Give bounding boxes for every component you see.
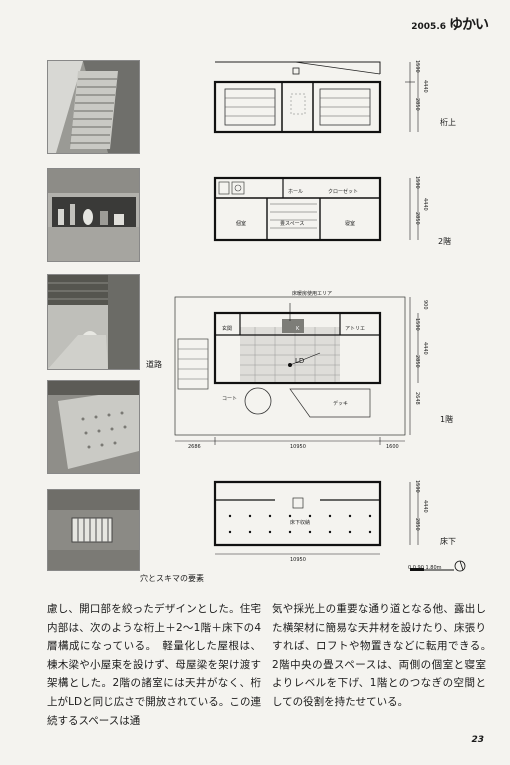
dim-underfloor-top: 1590 <box>414 480 420 493</box>
photo-caption: 穴とスキマの要素 <box>140 574 204 583</box>
label-ceiling: 桁上 <box>440 118 456 127</box>
dim-1f-mid: 2850 <box>414 355 420 368</box>
dim-2f-total: 4440 <box>422 198 428 211</box>
dim-site-left: 2686 <box>188 444 201 450</box>
dim-1f-small: 900 <box>422 300 428 310</box>
room-ld: LD <box>295 357 305 365</box>
photo-shelf <box>47 168 140 262</box>
room-deck: デッキ <box>333 401 349 407</box>
room-underfloor-storage: 床下収納 <box>290 520 311 526</box>
dim-underfloor-mid: 2850 <box>414 518 420 531</box>
dim-1f-bottom: 2648 <box>414 392 420 405</box>
photo-stairs <box>47 60 140 154</box>
scale-bar <box>410 560 466 572</box>
room-bedroom-left: 個室 <box>236 221 247 227</box>
photo-stairs-image <box>48 61 139 153</box>
label-floor-heating: 床暖房使用エリア <box>292 291 333 297</box>
label-2f: 2階 <box>438 237 452 246</box>
label-underfloor: 床下 <box>440 537 456 546</box>
room-kitchen: K <box>296 326 300 332</box>
photo-hall <box>47 274 140 370</box>
dim-site-right: 1600 <box>386 444 399 450</box>
dim-ceiling-top: 1590 <box>414 60 420 73</box>
body-right-column: 気や採光上の重要な通り道となる他、露出した横架材に簡易な天井材を設けたり、床張り… <box>272 603 497 708</box>
photo-floor-image <box>48 381 139 473</box>
photo-shelf-image <box>48 169 139 261</box>
page-number: 23 <box>471 735 484 745</box>
dim-base-width: 10950 <box>290 557 306 563</box>
dim-site-mid: 10950 <box>290 444 306 450</box>
dim-1f-top: 1590 <box>414 318 420 331</box>
photo-vent-image <box>48 490 139 570</box>
issue-date: 2005.6 <box>411 22 446 32</box>
dim-2f-mid: 2850 <box>414 212 420 225</box>
plan-ceiling <box>213 61 419 134</box>
photo-floor <box>47 380 140 474</box>
dim-1f-total: 4440 <box>422 342 428 355</box>
plan-2f <box>213 176 419 242</box>
page-header: 2005.6 ゆかい <box>411 14 489 34</box>
road-label: 道路 <box>146 360 162 369</box>
room-bedroom-right: 寝室 <box>345 221 356 227</box>
room-hall: ホール <box>288 189 304 195</box>
room-court: コート <box>222 396 238 402</box>
room-atelier: アトリエ <box>345 326 366 332</box>
photo-vent <box>47 489 140 571</box>
body-left-column: 慮し、開口部を絞ったデザインとした。住宅内部は、次のような桁上＋2～1階＋床下の… <box>47 603 261 727</box>
label-1f: 1階 <box>440 415 454 424</box>
dim-2f-top: 1590 <box>414 176 420 189</box>
plan-1f <box>174 296 419 445</box>
plan-underfloor <box>213 480 419 555</box>
scale-label: 0 0.90 1.80m <box>408 565 442 571</box>
dim-underfloor-total: 4440 <box>422 500 428 513</box>
dim-ceiling-total: 4440 <box>422 80 428 93</box>
room-closet: クローゼット <box>328 189 359 195</box>
photo-hall-image <box>48 275 139 369</box>
magazine-title: ゆかい <box>449 17 489 33</box>
room-tatami: 畳スペース <box>280 221 305 227</box>
room-entrance: 玄関 <box>222 326 233 332</box>
dim-ceiling-mid: 2850 <box>414 98 420 111</box>
